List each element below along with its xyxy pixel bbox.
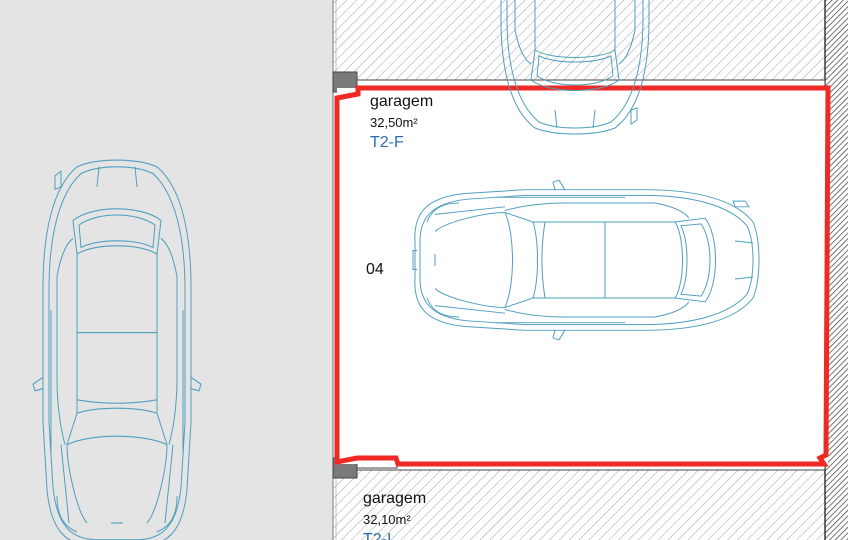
garage-room-fill <box>337 88 828 464</box>
room-below-code-label: T2-I <box>363 531 392 540</box>
selected-room-outline[interactable] <box>334 85 831 467</box>
room-name-label: garagem <box>370 93 434 110</box>
neighbouring-garage-below <box>333 470 825 540</box>
room-below-area-label: 32,10m² <box>363 512 411 527</box>
room-below-name-label: garagem <box>363 490 427 507</box>
exterior-wall-right <box>825 0 848 540</box>
room-area-label: 32,50m² <box>370 115 418 130</box>
room-code-label: T2-F <box>370 134 404 151</box>
parking-space-number: 04 <box>366 261 384 278</box>
neighbouring-garage-above <box>333 0 825 80</box>
